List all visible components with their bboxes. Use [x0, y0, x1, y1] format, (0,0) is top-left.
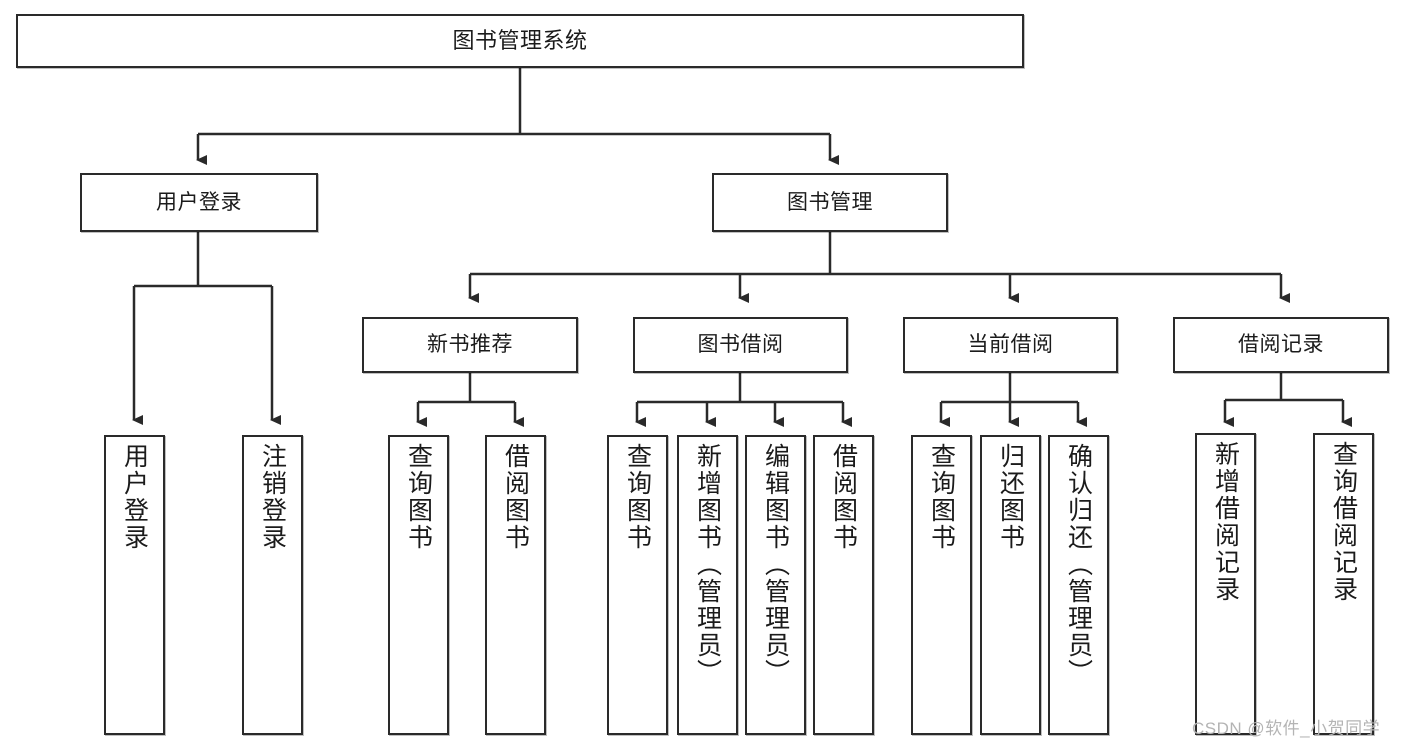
node-root[interactable]: 图书管理系统: [16, 14, 1024, 68]
node-current-borrow[interactable]: 当前借阅: [903, 317, 1118, 373]
node-book-manage-label: 图书管理: [787, 190, 873, 214]
node-leaf-query-book-1[interactable]: 查询图书: [388, 435, 449, 735]
node-leaf-add-record[interactable]: 新增借阅记录: [1195, 433, 1256, 735]
node-leaf-borrow-book-2-label: 借阅图书: [829, 443, 858, 551]
node-leaf-confirm-return[interactable]: 确认归还（管理员）: [1048, 435, 1109, 735]
node-leaf-add-book[interactable]: 新增图书（管理员）: [677, 435, 738, 735]
node-borrow-record[interactable]: 借阅记录: [1173, 317, 1389, 373]
node-leaf-logout[interactable]: 注销登录: [242, 435, 303, 735]
node-leaf-borrow-book-1-label: 借阅图书: [501, 443, 530, 551]
node-leaf-edit-book-label: 编辑图书（管理员）: [761, 443, 790, 686]
node-leaf-query-record-label: 查询借阅记录: [1329, 441, 1358, 603]
node-leaf-query-record[interactable]: 查询借阅记录: [1313, 433, 1374, 735]
node-leaf-query-book-3[interactable]: 查询图书: [911, 435, 972, 735]
node-root-label: 图书管理系统: [452, 27, 588, 53]
node-leaf-borrow-book-2[interactable]: 借阅图书: [813, 435, 874, 735]
node-leaf-query-book-3-label: 查询图书: [927, 443, 956, 551]
node-user-login[interactable]: 用户登录: [80, 173, 318, 232]
node-new-book-recommend[interactable]: 新书推荐: [362, 317, 578, 373]
node-borrow-record-label: 借阅记录: [1238, 333, 1324, 357]
node-leaf-add-record-label: 新增借阅记录: [1211, 441, 1240, 603]
node-user-login-label: 用户登录: [156, 190, 242, 214]
node-leaf-query-book-1-label: 查询图书: [404, 443, 433, 551]
node-leaf-return-book-label: 归还图书: [996, 443, 1025, 551]
node-book-manage[interactable]: 图书管理: [712, 173, 948, 232]
node-leaf-query-book-2[interactable]: 查询图书: [607, 435, 668, 735]
node-leaf-edit-book[interactable]: 编辑图书（管理员）: [745, 435, 806, 735]
node-book-borrow-label: 图书借阅: [697, 333, 784, 357]
node-leaf-query-book-2-label: 查询图书: [623, 443, 652, 551]
node-leaf-add-book-label: 新增图书（管理员）: [693, 443, 722, 686]
node-book-borrow[interactable]: 图书借阅: [633, 317, 848, 373]
node-current-borrow-label: 当前借阅: [967, 333, 1054, 357]
node-leaf-confirm-return-label: 确认归还（管理员）: [1064, 443, 1093, 686]
node-leaf-return-book[interactable]: 归还图书: [980, 435, 1041, 735]
node-leaf-borrow-book-1[interactable]: 借阅图书: [485, 435, 546, 735]
node-leaf-user-login-label: 用户登录: [120, 443, 149, 551]
node-leaf-user-login[interactable]: 用户登录: [104, 435, 165, 735]
node-new-book-recommend-label: 新书推荐: [427, 333, 513, 357]
node-leaf-logout-label: 注销登录: [258, 443, 287, 551]
watermark: CSDN @软件_小贺同学: [1192, 719, 1381, 738]
